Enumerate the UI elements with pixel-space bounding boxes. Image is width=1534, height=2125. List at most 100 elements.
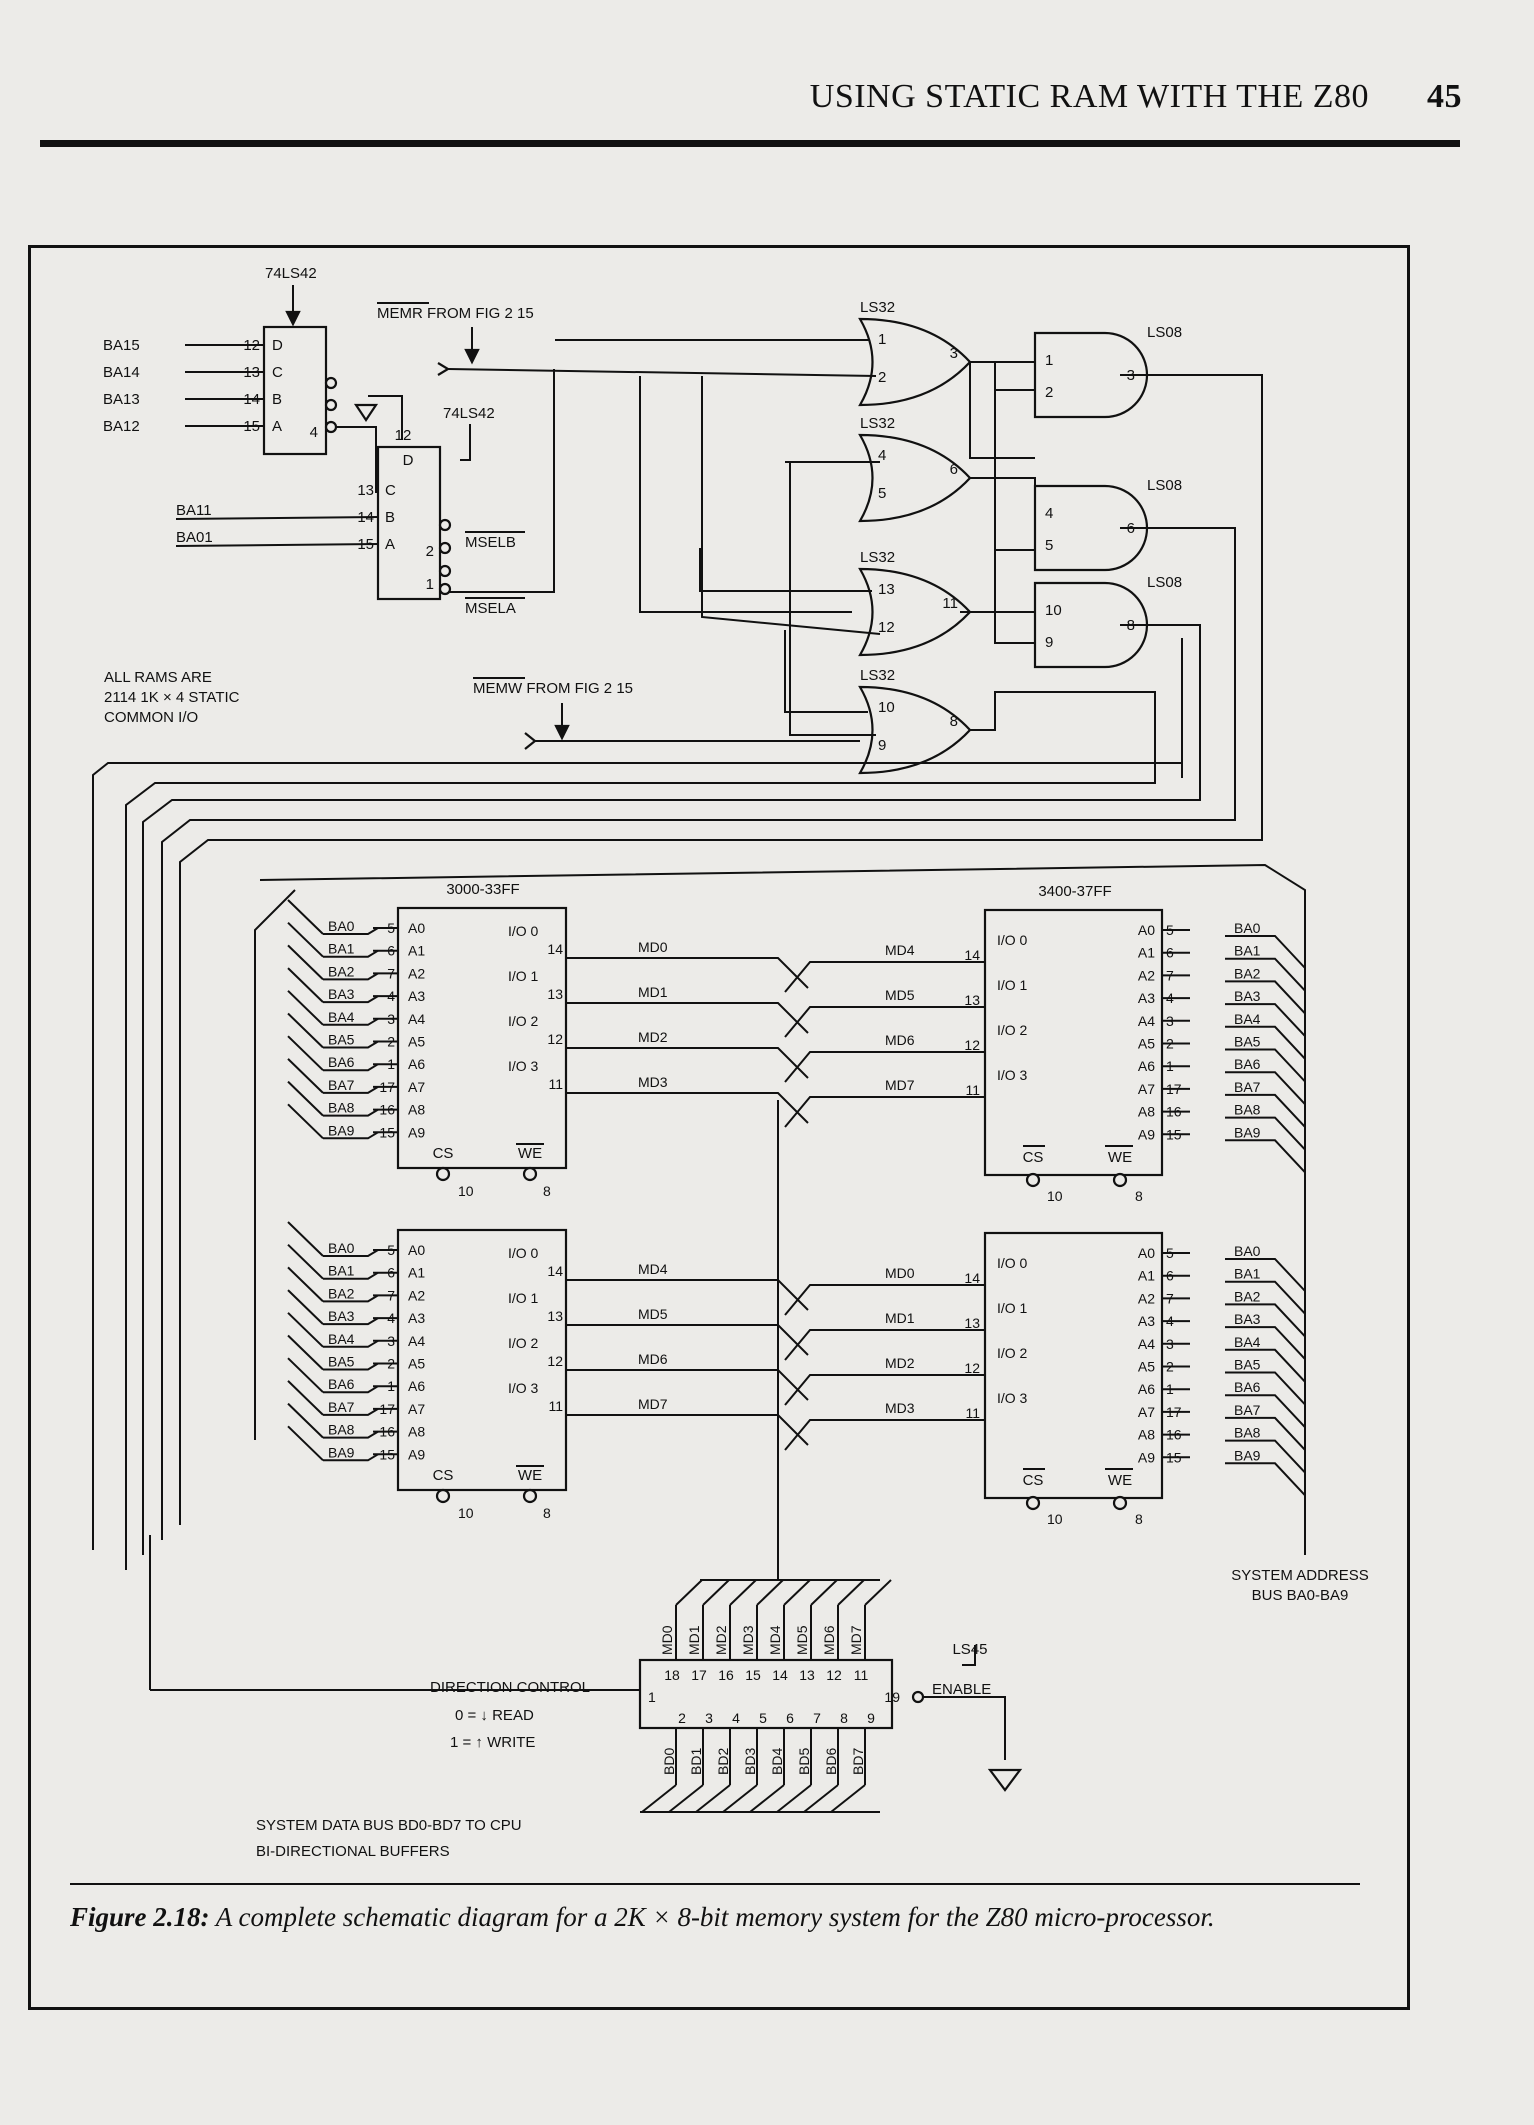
decoder1-input-label: BA15 [103, 337, 140, 354]
decoder2-pin-letter: D [403, 452, 414, 469]
ram-pin-number: 14 [547, 941, 563, 957]
ram-bus-label: BA3 [328, 1308, 355, 1324]
inversion-bubble [911, 1690, 925, 1704]
ram-bus-label: BA9 [328, 1122, 355, 1138]
ram-pin-label: A3 [1138, 1313, 1155, 1329]
buffer-md-label: MD1 [686, 1625, 702, 1655]
ram-3000-33ff-low [396, 906, 568, 1170]
buffer-bd-label: BD2 [715, 1748, 731, 1775]
ram-bus-label: BA0 [1234, 1243, 1261, 1259]
buffer-md-diagonal [756, 1579, 784, 1606]
decoder2-part-label: 74LS42 [443, 405, 495, 422]
addr-bus-branch [1225, 1025, 1306, 1060]
decoder2-output-pin: 2 [426, 543, 434, 560]
ram-pin-label: A1 [1138, 1268, 1155, 1284]
ram-bus-label: BA4 [328, 1009, 355, 1025]
ram-pin-number: 17 [1166, 1081, 1182, 1097]
ram-bus-label: BA6 [1234, 1056, 1261, 1072]
buffer-pin-number: 15 [745, 1667, 761, 1683]
and-gate-part-label: LS08 [1147, 574, 1182, 591]
ram-pin-number: 16 [379, 1424, 395, 1440]
or1-output [969, 361, 1035, 459]
ram-pin-number: 6 [387, 1265, 395, 1281]
ram-pin-number: 14 [547, 1263, 563, 1279]
addr-bus-branch [1225, 1093, 1306, 1128]
md-label: MD4 [638, 1261, 668, 1277]
ram-pin-label: A5 [1138, 1359, 1155, 1375]
ram-pin-label: A4 [1138, 1013, 1155, 1029]
gate-pin-number: 2 [1045, 384, 1053, 401]
addr-bus-diagonal [287, 1103, 324, 1140]
memw-connector [524, 732, 537, 750]
md-join [784, 1096, 825, 1128]
ram-io-label: I/O 1 [997, 977, 1028, 993]
addr-bus-diagonal [287, 1357, 324, 1393]
ram-bus-label: BA1 [328, 1263, 355, 1279]
decoder2-pin-letter: B [385, 509, 395, 526]
ram-io-label: I/O 3 [997, 1390, 1028, 1406]
ls45-leader [962, 1645, 976, 1666]
figure-caption: Figure 2.18: A complete schematic diagra… [70, 1900, 1360, 1934]
md-join [784, 1329, 825, 1361]
ram-pin-label: A7 [408, 1079, 425, 1095]
md-label: MD5 [638, 1306, 668, 1322]
addr-bus-branch [1225, 980, 1306, 1015]
decoder1-pin-number: 14 [243, 391, 260, 408]
ram-pin-label: A7 [1138, 1081, 1155, 1097]
data-bus-label: SYSTEM DATA BUS BD0-BD7 TO CPU [256, 1817, 522, 1834]
ram-bus-label: BA9 [1234, 1124, 1261, 1140]
page-number: 45 [1427, 78, 1462, 115]
address-bus-spine [259, 863, 1306, 1555]
buffer-pin-number: 9 [867, 1710, 875, 1726]
md-label: MD6 [638, 1351, 668, 1367]
gate-pin-number: 13 [878, 581, 895, 598]
we-label: WE [518, 1145, 542, 1162]
and-gate-part-label: LS08 [1147, 324, 1182, 341]
md-join [784, 961, 825, 993]
addr-bus-diagonal [287, 1035, 324, 1071]
ram-pin-label: A6 [408, 1056, 425, 1072]
addr-bus-branch [1225, 1326, 1306, 1360]
ram-note-line: ALL RAMS ARE [104, 669, 212, 686]
buffer-pin-number: 14 [772, 1667, 788, 1683]
and-gate-and2 [1033, 484, 1149, 572]
inversion-bubble [1025, 1172, 1041, 1188]
addr-bus-branch [1225, 1348, 1306, 1383]
gate-pin-number: 2 [878, 369, 886, 386]
ram-pin-number: 12 [964, 1037, 980, 1053]
ram-pin-label: A1 [408, 1265, 425, 1281]
and-gate-part-label: LS08 [1147, 477, 1182, 494]
ram-pin-number: 4 [387, 1310, 395, 1326]
decoder1-pin-letter: B [272, 391, 282, 408]
ram-pin-number: 7 [1166, 967, 1174, 983]
ground-wire [368, 395, 403, 440]
addr-bus-diagonal [287, 1425, 324, 1462]
md-label: MD4 [885, 942, 915, 958]
md-join [784, 1374, 825, 1406]
md-join [763, 957, 809, 989]
ram-pin-label: A2 [1138, 1290, 1155, 1306]
cs-label: CS [1023, 1149, 1044, 1166]
ram-bus-label: BA8 [328, 1422, 355, 1438]
gate-pin-number: 1 [878, 331, 886, 348]
ram-bus-label: BA8 [328, 1100, 355, 1116]
and3-out-cs2 [142, 624, 1201, 1555]
ram-pin-number: 6 [387, 943, 395, 959]
gate-pin-number: 10 [1045, 602, 1062, 619]
figure-frame [28, 245, 1410, 2010]
ram-pin-number: 11 [548, 1398, 563, 1414]
ram-bus-label: BA7 [328, 1399, 355, 1415]
ram-pin-number: 7 [1166, 1290, 1174, 1306]
buffer-pin-number: 2 [678, 1710, 686, 1726]
addr-bus-branch [323, 1017, 379, 1026]
ram-bus-label: BA0 [328, 918, 355, 934]
read-legend: 0 = ↓ READ [455, 1707, 534, 1724]
buffer-md-diagonal [864, 1579, 892, 1606]
addr-bus-branch [1225, 1462, 1306, 1496]
ram-pin-number: 15 [1166, 1449, 1182, 1465]
ram-bus-label: BA2 [328, 963, 355, 979]
ram-pin-label: A1 [408, 943, 425, 959]
caption-label: Figure 2.18: [70, 1902, 210, 1932]
ram-pin-number: 16 [379, 1102, 395, 1118]
ram-pin-label: A8 [408, 1424, 425, 1440]
